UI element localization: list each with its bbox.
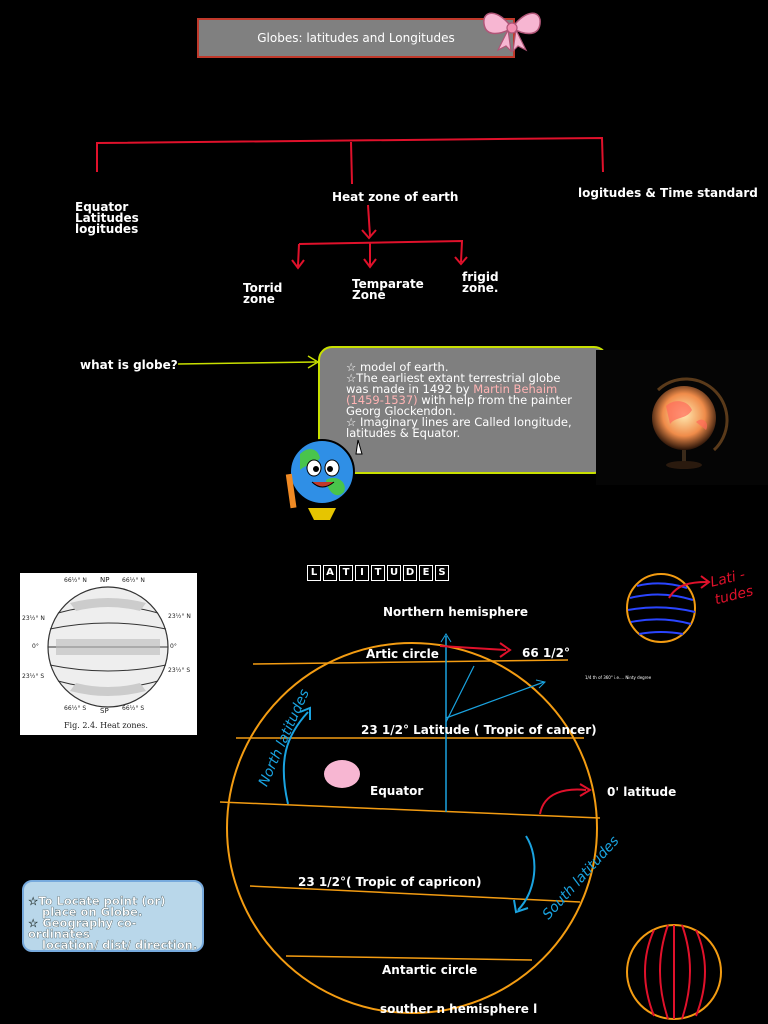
branch-equator: Equator	[75, 200, 129, 214]
zone-temperate-line2: Zone	[352, 288, 386, 302]
zone-frigid-line1: frigid	[462, 270, 499, 284]
bubble-line3b: latitudes & Equator.	[346, 426, 461, 440]
heat-s66-left: 66½° S	[64, 705, 87, 712]
globe-lamp-photo	[596, 350, 768, 485]
latitude-diagram	[219, 633, 601, 1014]
heat-zero-left: 0°	[32, 643, 39, 650]
zone-temperate-line1: Temparate	[352, 277, 424, 291]
branch-logitudes: logitudes	[75, 222, 139, 236]
globe-uses-note: ☆To Locate point (or) place on Globe. ☆ …	[22, 880, 204, 952]
zone-torrid-line2: zone	[243, 292, 275, 306]
equator-arrow	[539, 788, 587, 815]
heat-caption: Fig. 2.4. Heat zones.	[64, 721, 148, 730]
heat-s23-right: 23½° S	[168, 667, 191, 674]
heat-n23-left: 23½° N	[22, 615, 45, 622]
cartoon-globe-icon	[285, 439, 363, 520]
heading-tile: E	[419, 565, 433, 581]
bubble-line3a: ☆ Imaginary lines are Called longitude,	[346, 415, 572, 429]
heading-tile: L	[307, 565, 321, 581]
heading-tile: T	[339, 565, 353, 581]
note-line2: place on Globe.	[42, 905, 143, 919]
heading-tile: U	[387, 565, 401, 581]
bubble-line2d: Georg Glockendon.	[346, 404, 456, 418]
heading-tile: D	[403, 565, 417, 581]
bubble-line2c-wrap: (1459-1537) with help from the painter	[346, 393, 598, 407]
bubble-line2a: ☆The earliest extant terrestrial globe	[346, 371, 561, 385]
heading-tile: S	[435, 565, 449, 581]
globe-definition-bubble: ☆ model of earth. ☆The earliest extant t…	[318, 346, 608, 474]
heat-zones-figure: NP 66½° N 66½° N 23½° N 23½° N 0° 0° 23½…	[20, 573, 197, 735]
question-what-is-globe: what is globe?	[80, 358, 178, 372]
label-tropic-capricorn: 23 1/2°( Tropic of capricon)	[298, 875, 482, 889]
bubble-name-behaim: Martin Behaim	[473, 382, 558, 396]
heat-n66-right: 66½° N	[122, 577, 145, 584]
label-tiny-note: 1/4 th of 360° i.e.... Ninty degree	[585, 675, 652, 680]
pink-note-bubble	[324, 760, 360, 788]
heading-tile: I	[355, 565, 369, 581]
question-arrow	[177, 355, 320, 369]
heat-np: NP	[100, 576, 110, 584]
heat-n66-left: 66½° N	[64, 577, 87, 584]
heat-sp: SP	[100, 707, 109, 715]
page-title-box: Globes: latitudes and Longitudes	[197, 18, 515, 58]
label-arctic-degree: 66 1/2°	[522, 646, 570, 660]
label-zero-latitude: 0' latitude	[607, 785, 677, 799]
zone-temperate: Temparate Zone	[352, 277, 424, 302]
equator-line	[219, 801, 601, 819]
bubble-line2b-wrap: was made in 1492 by Martin Behaim	[346, 382, 598, 396]
heading-tile: T	[371, 565, 385, 581]
note-line3: ☆ Geography co-ordinates	[28, 916, 137, 941]
label-equator: Equator	[370, 784, 424, 798]
globe-circle	[226, 642, 598, 1014]
antarctic-line	[285, 955, 533, 961]
page-title: Globes: latitudes and Longitudes	[257, 31, 455, 45]
longitude-sketch-globe	[626, 924, 722, 1020]
arctic-arrow	[439, 645, 507, 651]
concept-tree-lines	[96, 136, 604, 270]
heat-s23-left: 23½° S	[22, 673, 45, 680]
heading-tile: A	[323, 565, 337, 581]
south-arrow	[517, 835, 536, 911]
label-antarctic-circle: Antartic circle	[382, 963, 478, 977]
angle-line-2	[445, 665, 475, 723]
bow-icon	[483, 12, 541, 52]
heat-n23-right: 23½° N	[168, 613, 191, 620]
globe-lamp-image	[652, 377, 729, 469]
heat-zones-drawing	[47, 586, 169, 708]
branch-latitudes: Latitudes	[75, 211, 139, 225]
heat-zero-right: 0°	[170, 643, 177, 650]
label-tropic-cancer: 23 1/2° Latitude ( Tropic of cancer)	[361, 723, 597, 737]
bubble-years: (1459-1537)	[346, 393, 418, 407]
zone-torrid-line1: Torrid	[243, 281, 283, 295]
label-arctic-circle: Artic circle	[366, 647, 439, 661]
branch-heat-zone: Heat zone of earth	[332, 190, 459, 204]
capricorn-line	[249, 885, 581, 903]
note-line4: location/ dist/ direction.	[42, 938, 198, 952]
bubble-line1: ☆ model of earth.	[346, 360, 449, 374]
zone-torrid: Torrid zone	[243, 281, 283, 306]
branch-time-standard: logitudes & Time standard	[578, 186, 758, 200]
label-southern-hemisphere: souther n hemisphere l	[380, 1002, 538, 1016]
arctic-line	[252, 659, 569, 665]
small-latitude-globe	[626, 573, 711, 643]
angle-line	[445, 681, 545, 719]
note-line1: ☆To Locate point (or)	[28, 894, 166, 908]
north-arrow	[282, 711, 309, 805]
label-northern-hemisphere: Northern hemisphere	[383, 605, 529, 619]
zone-frigid-line2: zone.	[462, 281, 499, 295]
equator-branch: Equator Latitudes logitudes	[75, 200, 139, 236]
bubble-line2c: with help from the painter	[417, 393, 572, 407]
bubble-line2b: was made in 1492 by	[346, 382, 474, 396]
zone-frigid: frigid zone.	[462, 270, 499, 295]
heat-s66-right: 66½° S	[122, 705, 145, 712]
